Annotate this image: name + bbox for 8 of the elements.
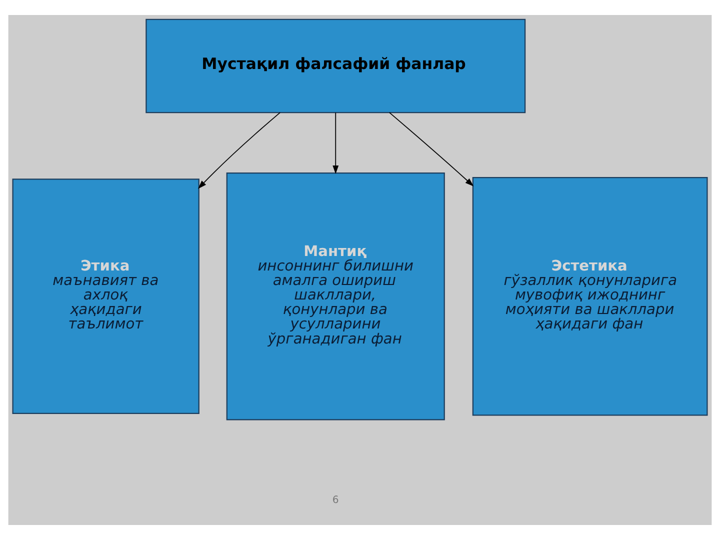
node-box: Мустақил фалсафий фанлар: [146, 18, 526, 114]
node-box: Этика маънавият ва ахлоқ ҳақидаги таълимот: [12, 178, 200, 414]
arrow: [198, 112, 281, 189]
node-box: Эстетика гўзаллик қонунларига мувофиқ ижоднинг моҳияти ва шакллари ҳақидаги фан: [472, 176, 708, 416]
node-box: Мантиқ инсоннинг билишни амалга ошириш шакллари, қонунлари ва усулларини ўрганадиган фан: [226, 172, 445, 420]
arrow: [388, 112, 474, 186]
label: 6: [332, 494, 339, 506]
arrow: [332, 112, 339, 174]
